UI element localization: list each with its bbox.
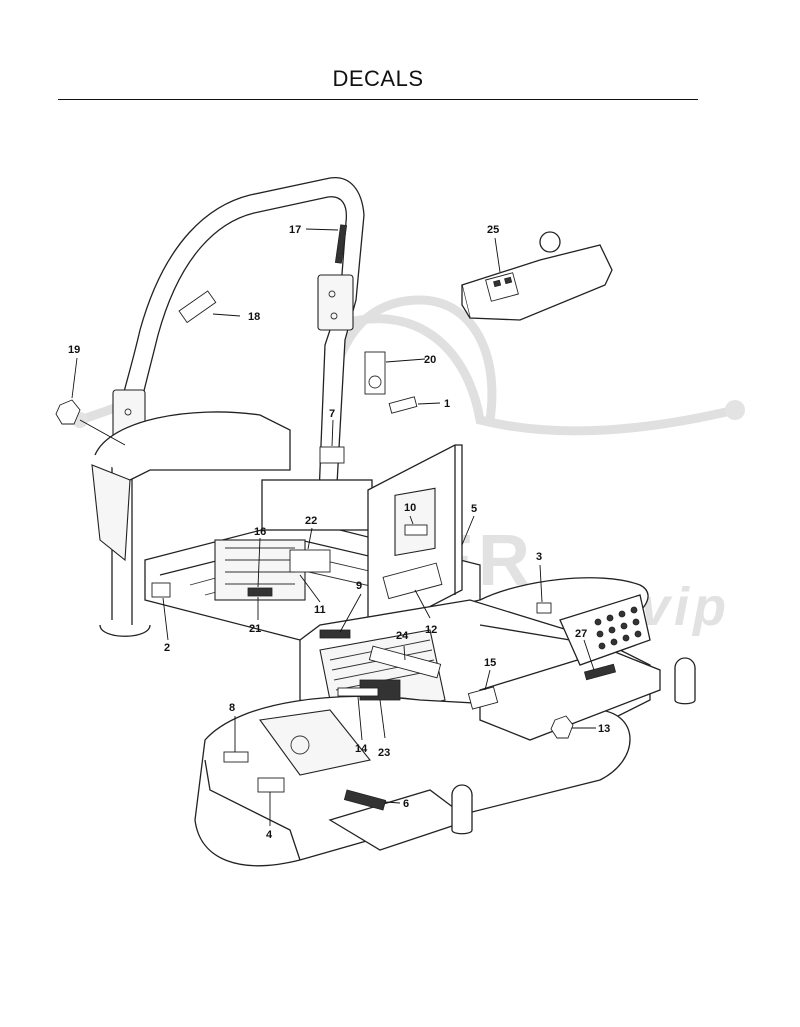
decals — [55, 224, 617, 811]
leader-lines — [71, 228, 596, 826]
callout-20: 20 — [424, 354, 436, 366]
page-title: DECALS — [332, 66, 424, 91]
callout-27: 27 — [575, 628, 587, 640]
callout-14: 14 — [355, 743, 368, 755]
watermark-suffix: vip — [640, 577, 730, 637]
callout-3: 3 — [536, 551, 542, 563]
callout-19: 19 — [68, 344, 80, 356]
decal-14 — [337, 687, 379, 697]
decal-9 — [319, 629, 351, 639]
decal-17 — [334, 224, 348, 264]
callout-23: 23 — [378, 747, 390, 759]
decal-21 — [247, 587, 273, 597]
decal-2 — [151, 582, 171, 598]
callout-13: 13 — [598, 723, 610, 735]
callout-11: 11 — [314, 604, 326, 616]
callout-9: 9 — [356, 580, 362, 592]
callout-6: 6 — [403, 798, 409, 810]
decal-27 — [583, 663, 617, 681]
callout-24: 24 — [396, 630, 409, 642]
callout-25: 25 — [487, 224, 499, 236]
callouts: 1 2 3 4 5 6 7 8 9 10 11 12 13 14 15 16 1… — [68, 224, 610, 841]
decal-24 — [368, 645, 442, 679]
callout-7: 7 — [329, 408, 335, 420]
callout-16: 16 — [254, 526, 266, 538]
cutting-deck — [194, 657, 696, 867]
callout-2: 2 — [164, 642, 170, 654]
callout-12: 12 — [425, 624, 437, 636]
decal-13-logo — [550, 715, 574, 739]
control-console — [461, 231, 613, 321]
decal-7 — [319, 446, 345, 464]
decal-4 — [257, 777, 285, 793]
callout-17: 17 — [289, 224, 301, 236]
callout-5: 5 — [471, 503, 477, 515]
decal-19-logo — [55, 399, 81, 425]
callout-21: 21 — [249, 623, 261, 635]
decal-22 — [289, 549, 331, 573]
decal-20 — [364, 351, 386, 395]
callout-10: 10 — [404, 502, 416, 514]
callout-15: 15 — [484, 657, 496, 669]
decal-3 — [536, 602, 552, 614]
decal-10 — [404, 524, 428, 536]
callout-22: 22 — [305, 515, 317, 527]
decal-15 — [467, 686, 499, 710]
callout-4: 4 — [266, 829, 273, 841]
callout-1: 1 — [444, 398, 450, 410]
decal-1 — [388, 396, 418, 414]
footrest-grip-holes — [594, 606, 642, 650]
callout-8: 8 — [229, 702, 235, 714]
callout-18: 18 — [248, 311, 260, 323]
decal-18 — [178, 290, 217, 324]
decal-8 — [223, 751, 249, 763]
decal-6 — [343, 789, 387, 811]
title-divider — [58, 99, 698, 100]
